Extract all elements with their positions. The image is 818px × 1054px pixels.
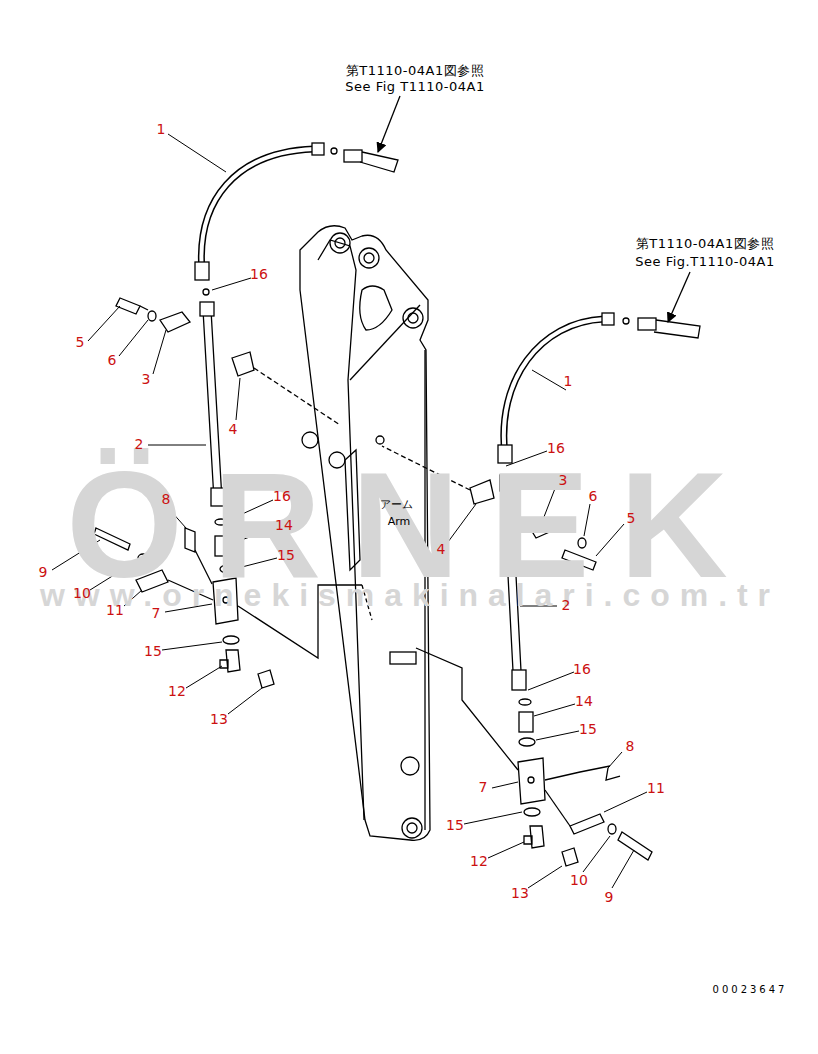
callout-number: 11 [647, 781, 665, 796]
callout-number: 14 [275, 518, 293, 533]
callout-number: 8 [626, 739, 635, 754]
callout-number: 15 [144, 644, 162, 659]
callout-number: 16 [547, 441, 565, 456]
callout-number: 16 [250, 267, 268, 282]
callout-number: 3 [142, 372, 151, 387]
callout-number: 8 [162, 492, 171, 507]
callout-number: 10 [570, 873, 588, 888]
callout-number: 7 [479, 780, 488, 795]
callout-number: 1 [564, 374, 573, 389]
callout-number: 4 [437, 542, 446, 557]
callout-number: 2 [562, 598, 571, 613]
callout-number: 9 [605, 890, 614, 905]
callout-number: 15 [579, 722, 597, 737]
callout-number: 4 [229, 422, 238, 437]
reference-note: See Fig T1110-04A1 [345, 80, 484, 94]
callout-number: 15 [446, 818, 464, 833]
reference-note: 第T1110-04A1図参照 [346, 64, 484, 78]
callout-number: 7 [152, 606, 161, 621]
callout-number: 3 [559, 473, 568, 488]
callout-number: 6 [108, 353, 117, 368]
reference-note: See Fig.T1110-04A1 [635, 255, 774, 269]
callout-number: 15 [277, 548, 295, 563]
callout-number: 9 [39, 565, 48, 580]
callout-number: 16 [573, 662, 591, 677]
callout-number: 5 [627, 511, 636, 526]
part-label: アーム [380, 499, 413, 511]
callout-number: 5 [76, 335, 85, 350]
callout-number: 11 [106, 603, 124, 618]
callout-number: 14 [575, 694, 593, 709]
callout-number: 16 [273, 489, 291, 504]
drawing-number: 00023647 [713, 984, 788, 995]
reference-note: 第T1110-04A1図参照 [636, 237, 774, 251]
callout-number: 12 [470, 854, 488, 869]
callout-number: 1 [157, 122, 166, 137]
callout-number: 12 [168, 684, 186, 699]
callout-number: 2 [135, 437, 144, 452]
callout-number: 13 [511, 886, 529, 901]
callout-number: 10 [73, 586, 91, 601]
part-label: Arm [388, 516, 411, 528]
callout-number: 13 [210, 712, 228, 727]
callout-number: 6 [589, 489, 598, 504]
watermark: ÖRNEK [66, 443, 758, 608]
